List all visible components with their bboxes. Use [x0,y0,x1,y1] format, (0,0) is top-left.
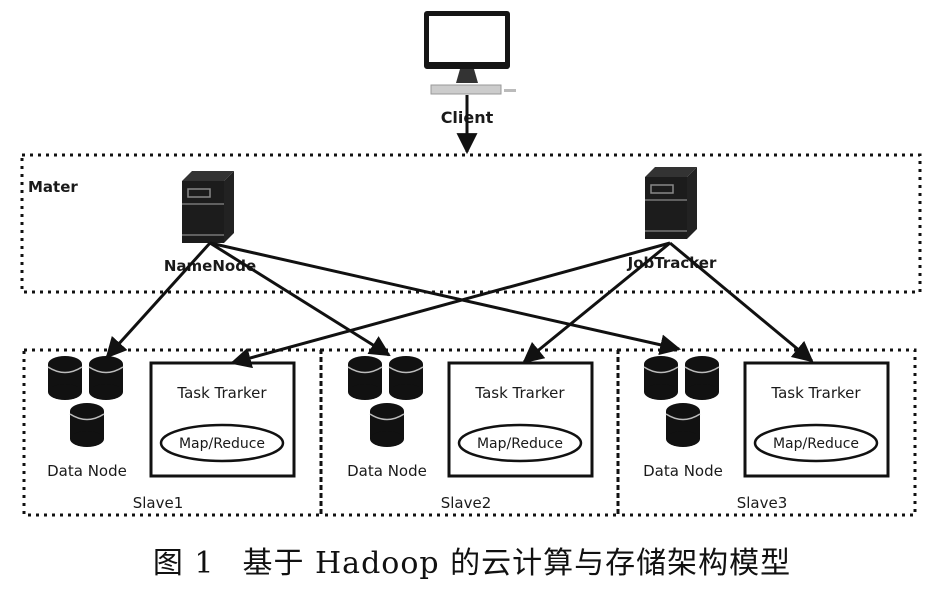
slave3-tasktracker-label: Task Trarker [770,384,861,402]
slave2-datanode-icon [347,355,424,448]
namenode-server-icon [181,170,235,244]
jobtracker-server-icon [644,166,698,240]
arrow-jobtracker-to-slave3-tasktracker [669,241,814,363]
slave3-mapreduce-label: Map/Reduce [773,436,859,452]
figure-number: 图 1 [152,546,215,581]
slave1-datanode-label: Data Node [47,462,127,480]
arrow-namenode-to-slave2-datanode [209,241,391,357]
slave1-label: Slave1 [133,494,184,512]
slave3-label: Slave3 [737,494,788,512]
namenode-label: NameNode [164,257,256,275]
slave2-zone [319,348,620,517]
arrow-jobtracker-to-slave1-tasktracker [229,241,671,369]
figure-caption: 图 1 基于 Hadoop 的云计算与存储架构模型 [0,538,944,582]
slave2-tasktracker-box [447,361,594,478]
slave1-tasktracker-box [149,361,296,478]
slave3-zone [616,348,917,517]
slave3-tasktracker-box [743,361,890,478]
slave2-tasktracker-label: Task Trarker [474,384,565,402]
arrow-namenode-to-slave1-datanode [105,241,212,359]
slave3-datanode-icon [643,355,720,448]
slave1-mapreduce-ellipse [159,423,285,463]
desktop-computer-icon [424,11,516,95]
slave2-datanode-label: Data Node [347,462,427,480]
slave2-mapreduce-ellipse [457,423,583,463]
arrow-jobtracker-to-slave2-tasktracker [522,241,671,364]
master-zone [20,153,922,294]
slave1-mapreduce-label: Map/Reduce [179,436,265,452]
slave3-mapreduce-ellipse [753,423,879,463]
arrow-namenode-to-slave3-datanode [209,241,682,356]
slave2-mapreduce-label: Map/Reduce [477,436,563,452]
slave2-label: Slave2 [441,494,492,512]
slave3-datanode-label: Data Node [643,462,723,480]
slave1-datanode-icon [47,355,124,448]
slave1-zone [22,348,323,517]
slave1-tasktracker-label: Task Trarker [176,384,267,402]
master-label: Mater [28,178,78,196]
figure-title: 基于 Hadoop 的云计算与存储架构模型 [242,546,792,581]
